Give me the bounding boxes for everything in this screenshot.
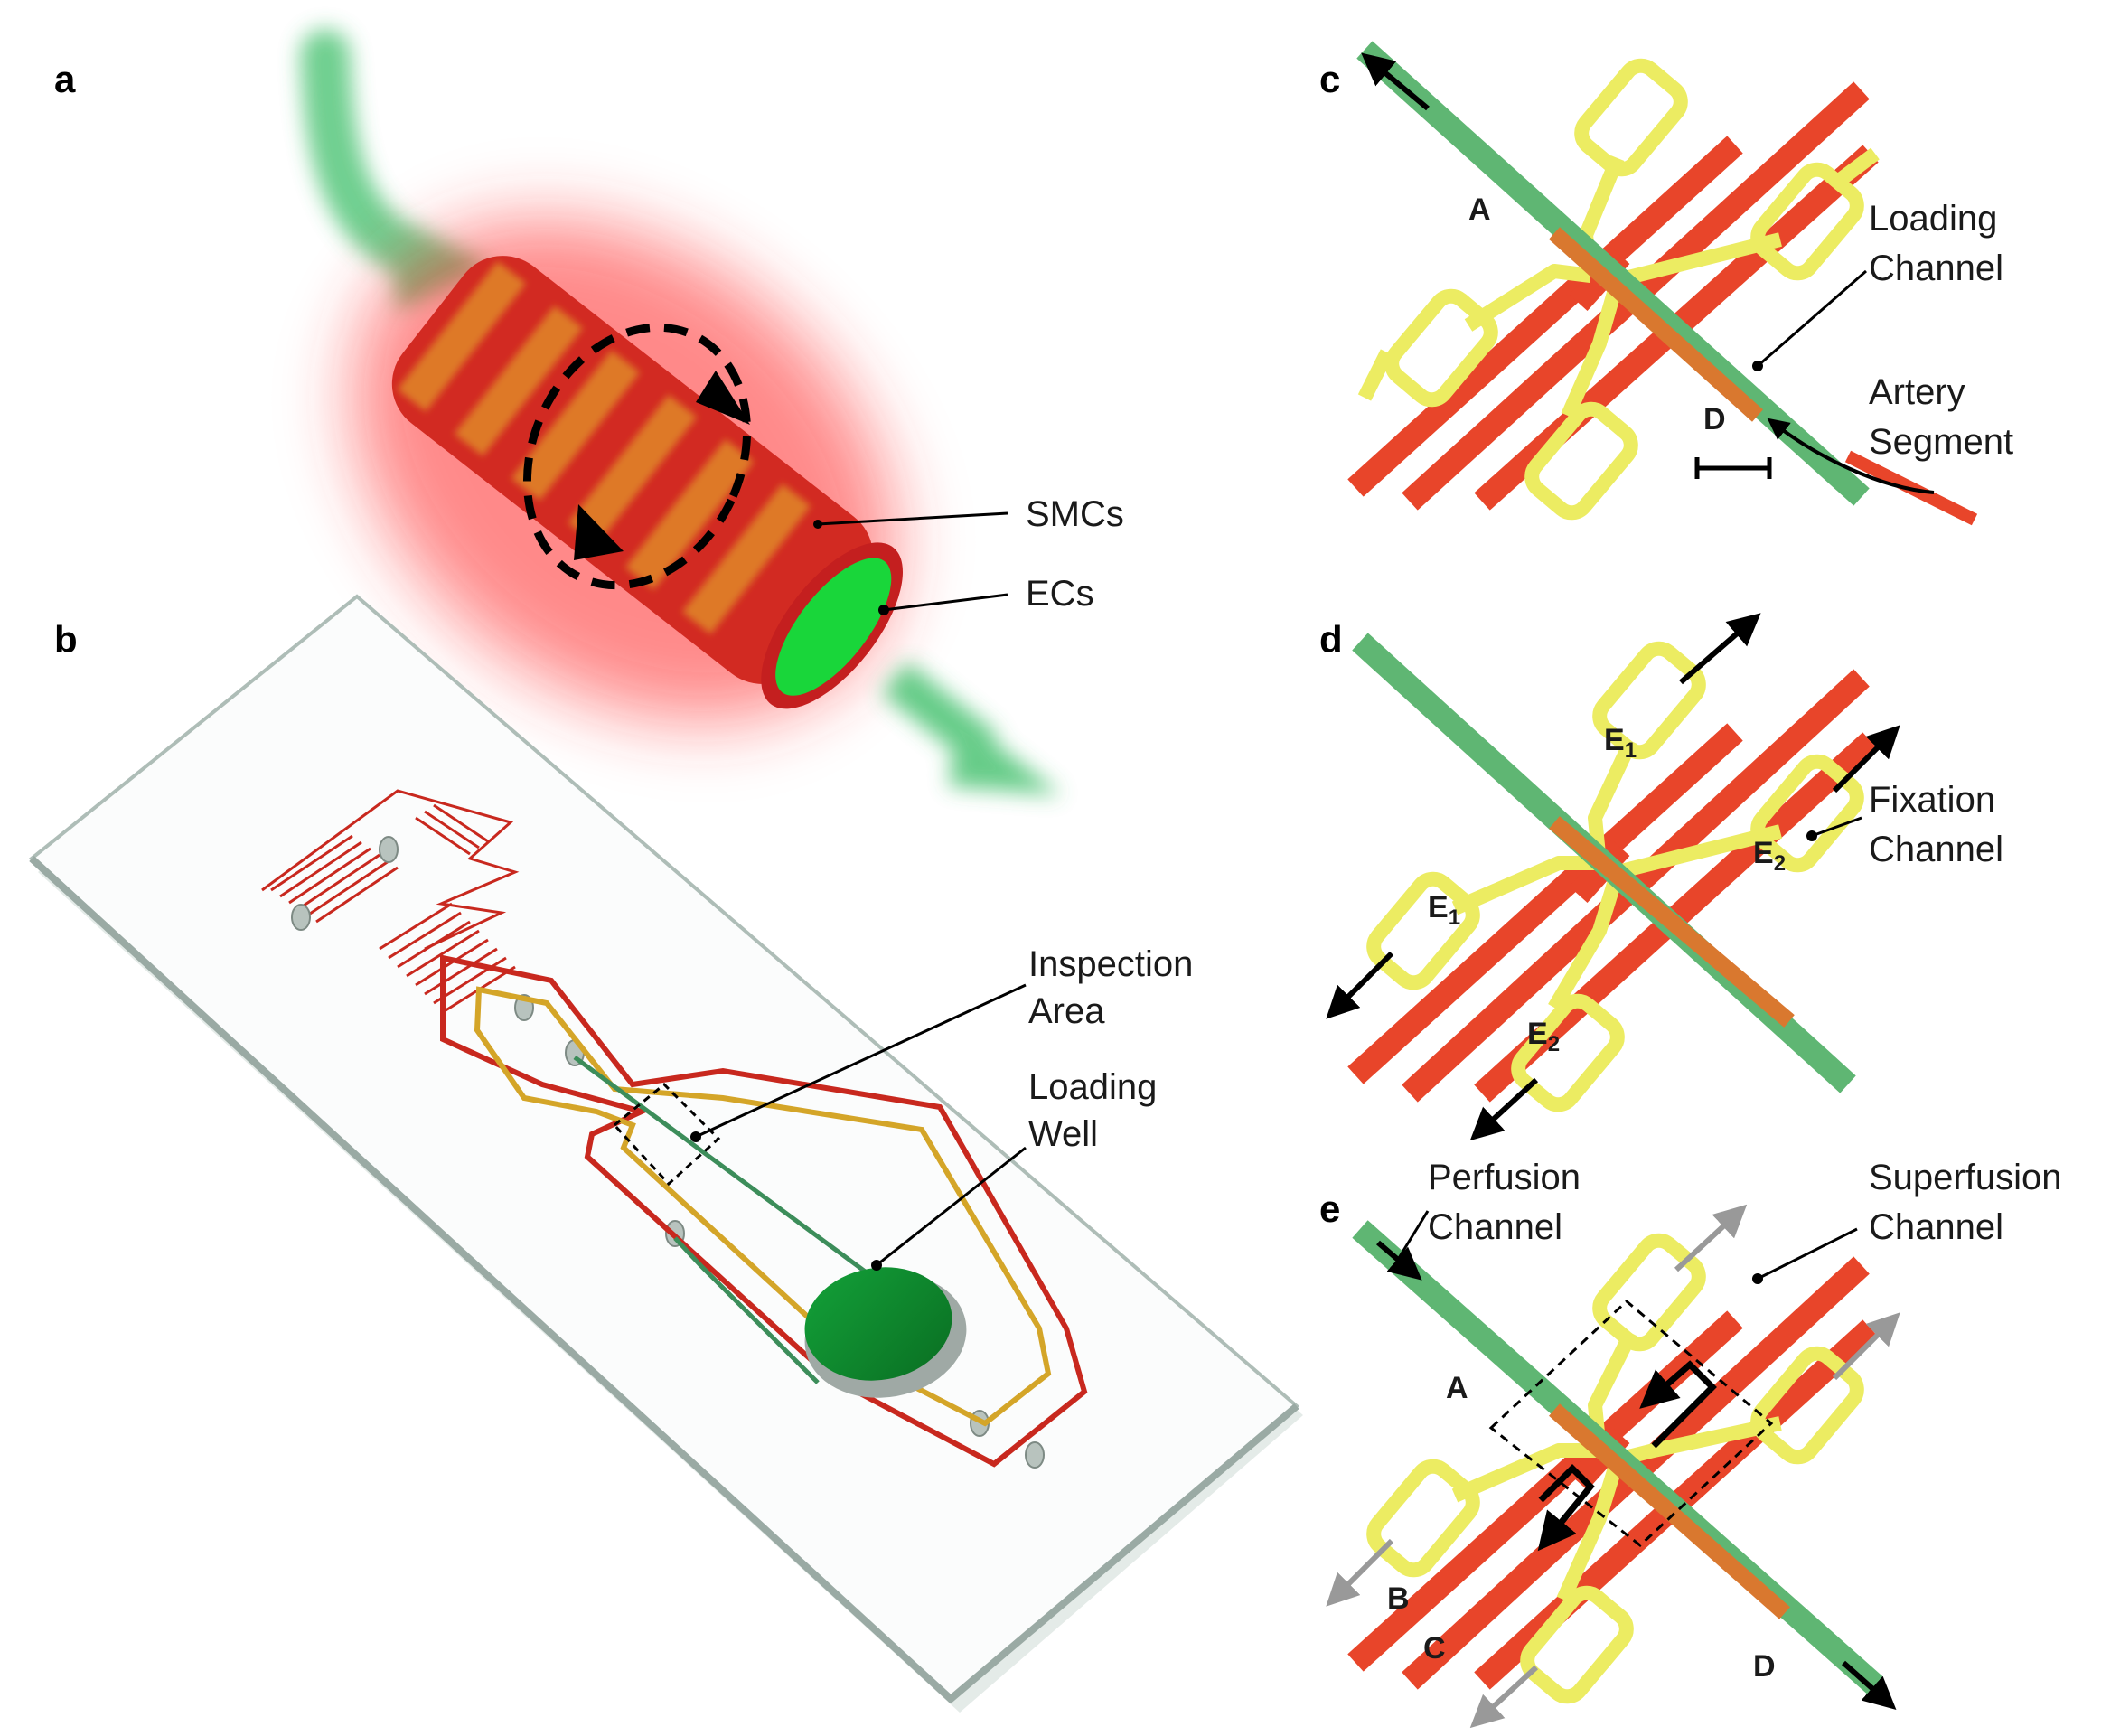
artery-segment-c [1767, 418, 1978, 526]
letter-d-e: D [1753, 1649, 1776, 1684]
u-turn-arrows-e [1537, 1360, 1717, 1552]
label-loading-well-2: Well [1028, 1114, 1098, 1154]
label-ecs: ECs [1026, 574, 1094, 614]
letter-a-c: A [1468, 192, 1491, 227]
flow-arrows-d [1326, 613, 1900, 1141]
label-e2-bottom: E2 [1527, 1017, 1560, 1056]
panel-b-label: b [54, 618, 78, 661]
perfusion-channel-d [1352, 633, 1856, 1093]
perfusion-channel-e [1352, 1220, 1883, 1694]
inspection-box [612, 1082, 721, 1187]
superfusion-loop [440, 954, 1088, 1468]
letter-c-e: C [1423, 1631, 1446, 1666]
label-inspection-1: Inspection [1028, 944, 1193, 984]
panel-b: b [28, 594, 1303, 1713]
label-e1-top: E1 [1604, 723, 1637, 763]
label-loading-well-1: Loading [1028, 1067, 1157, 1107]
loading-well [804, 1267, 967, 1398]
label-perfusion-channel-1: Perfusion [1428, 1158, 1581, 1197]
panel-a: a [54, 29, 1124, 795]
label-perfusion-channel-2: Channel [1428, 1207, 1562, 1247]
callout-inspection: Inspection Area [690, 944, 1193, 1142]
grey-flow-arrows-e [1326, 1204, 1900, 1729]
inspection-box-e [1488, 1299, 1774, 1547]
label-superfusion-channel-2: Channel [1869, 1207, 2003, 1247]
label-e1-left: E1 [1428, 890, 1460, 930]
artery-vessel [391, 256, 903, 709]
endothelial-lumen [775, 558, 892, 696]
panel-d-label: d [1319, 618, 1343, 661]
scale-bar-c [1694, 457, 1772, 479]
panel-d: d E1 E2 E1 E2 [1319, 613, 2003, 1141]
label-artery-segment-1: Artery [1869, 372, 1965, 412]
letter-d-c: D [1703, 402, 1726, 436]
callout-smcs: SMCs [813, 494, 1124, 534]
callout-ecs: ECs [878, 574, 1094, 615]
label-fixation-channel-1: Fixation [1869, 780, 1995, 820]
callout-fixation-channel: Fixation Channel [1806, 780, 2003, 869]
letter-a-e: A [1446, 1371, 1468, 1405]
label-e2-right: E2 [1753, 836, 1786, 876]
label-loading-channel-2: Channel [1869, 249, 2003, 288]
panel-e-label: e [1319, 1187, 1340, 1230]
label-inspection-2: Area [1028, 991, 1105, 1031]
label-artery-segment-2: Segment [1869, 422, 2013, 462]
label-loading-channel-1: Loading [1869, 199, 1997, 239]
panel-c-label: c [1319, 58, 1340, 100]
label-superfusion-channel-1: Superfusion [1869, 1158, 2061, 1197]
panel-c: c [1319, 41, 2013, 526]
callout-superfusion-channel: Superfusion Channel [1752, 1158, 2061, 1284]
panel-e: e [1319, 1158, 2061, 1729]
perfusion-arrows-e [1376, 1240, 1897, 1710]
label-smcs: SMCs [1026, 494, 1124, 534]
callout-perfusion-channel: Perfusion Channel [1397, 1158, 1581, 1259]
callout-loading-well: Loading Well [871, 1067, 1157, 1271]
glass-slide [28, 594, 1303, 1713]
callout-loading-channel: Loading Channel [1752, 199, 2003, 371]
letter-b-e: B [1387, 1581, 1410, 1616]
fixation-channels-d [1366, 641, 1864, 1112]
perfusion-channel [573, 1055, 883, 1384]
panel-a-label: a [54, 58, 76, 100]
flow-arrow-out [881, 662, 1062, 795]
label-fixation-channel-2: Channel [1869, 830, 2003, 869]
